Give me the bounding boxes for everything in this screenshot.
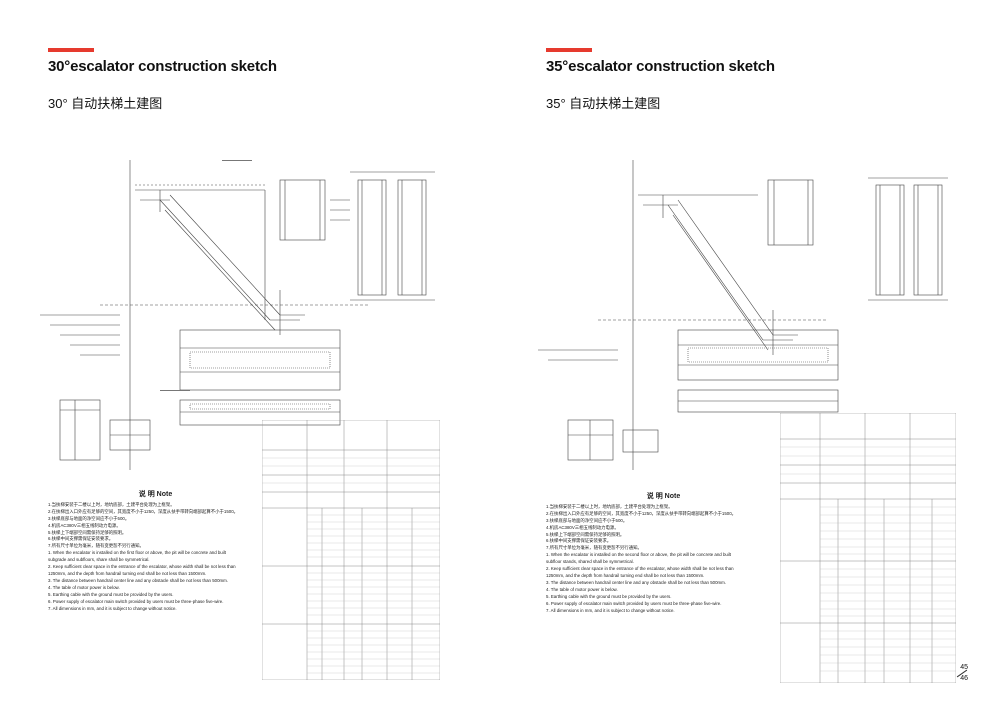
note-line: 1.当扶梯安装于二楼以上时，地坑底部，土建平台处理为上框架。 bbox=[546, 503, 673, 509]
escalator-construction-drawing-30 bbox=[40, 160, 435, 470]
notes-block: 说 明 Note 1.当扶梯安装于二楼以上时，地坑底部，土建平台处理为上框架。 … bbox=[546, 493, 781, 614]
note-line: subfloor stands, shared shall be symmetr… bbox=[546, 559, 634, 565]
note-line: 1. When the escalator is installed on th… bbox=[48, 550, 226, 556]
note-line: 1.当扶梯安装于二楼以上时，地坑底部，土建平台处理为上框架。 bbox=[48, 501, 175, 507]
note-line: subgrade and subfloors, share shall be s… bbox=[48, 557, 150, 563]
accent-bar bbox=[48, 48, 94, 52]
spec-table-30 bbox=[262, 420, 440, 680]
note-line: 7.所有尺寸单位为毫米，随有变更恕不另行通知。 bbox=[48, 543, 144, 549]
note-line: 1250mm, and the depth from handrail turn… bbox=[546, 572, 705, 578]
page-title: 35°escalator construction sketch bbox=[546, 58, 775, 75]
spec-table-35 bbox=[780, 413, 956, 683]
page-number: 45 46 bbox=[956, 664, 968, 683]
note-line: 5. Earthing cable with the ground must b… bbox=[546, 593, 672, 599]
note-line: 6. Power supply of escalator main switch… bbox=[48, 598, 224, 604]
note-line: 2. Keep sufficient clear space in the en… bbox=[48, 564, 236, 570]
notes-title: 说 明 Note bbox=[646, 493, 681, 500]
note-line: 6.扶梯中间支撑需保证安装要求。 bbox=[48, 536, 114, 542]
note-line: 7. All dimensions in mm, and it is subje… bbox=[48, 605, 177, 611]
note-line: 5.扶梯上下端部空间需保持足够的照明。 bbox=[546, 531, 625, 537]
note-line: 3. The distance between handrail center … bbox=[48, 577, 229, 583]
note-line: 6. Power supply of escalator main switch… bbox=[546, 600, 722, 606]
page-number-left: 45 bbox=[960, 664, 968, 671]
right-page: 35°escalator construction sketch 35° 自动扶… bbox=[500, 0, 1000, 711]
left-page: 30°escalator construction sketch 30° 自动扶… bbox=[40, 48, 440, 680]
note-line: 4. The table of motor power is below. bbox=[546, 586, 618, 592]
note-line: 1. When the escalator is installed on th… bbox=[546, 552, 732, 558]
page-subtitle: 35° 自动扶梯土建图 bbox=[546, 96, 661, 111]
note-line: 3. The distance between handrail center … bbox=[546, 579, 727, 585]
note-line: 4. The table of motor power is below. bbox=[48, 584, 120, 590]
note-line: 6.扶梯中间支撑需保证安装要求。 bbox=[546, 538, 612, 544]
page-title: 30°escalator construction sketch bbox=[48, 58, 277, 75]
note-line: 2.在扶梯出入口外应有足够的空间，其宽度不小于1250，深度从扶手带转向端部起算… bbox=[48, 508, 239, 514]
page-number-right: 46 bbox=[960, 675, 968, 682]
note-line: 4.机房AC380V三相五线制动力电源。 bbox=[48, 522, 121, 528]
note-line: 7. All dimensions in mm, and it is subje… bbox=[546, 607, 675, 613]
note-line: 4.机房AC380V三相五线制动力电源。 bbox=[546, 524, 619, 530]
note-line: 2.在扶梯出入口外应有足够的空间，其宽度不小于1250，深度从扶手带转向端部起算… bbox=[546, 510, 737, 516]
notes-title: 说 明 Note bbox=[138, 491, 173, 498]
note-line: 1250mm, and the depth from handrail turn… bbox=[48, 570, 207, 576]
note-line: 3.扶梯底部与地面的净空间应不小于500。 bbox=[48, 515, 130, 521]
accent-bar bbox=[546, 48, 592, 52]
notes-block: 说 明 Note 1.当扶梯安装于二楼以上时，地坑底部，土建平台处理为上框架。 … bbox=[48, 491, 263, 612]
escalator-construction-drawing-35 bbox=[538, 160, 948, 470]
page-subtitle: 30° 自动扶梯土建图 bbox=[48, 96, 163, 111]
note-line: 7.所有尺寸单位为毫米，随有变更恕不另行通知。 bbox=[546, 545, 642, 551]
note-line: 5.扶梯上下端部空间需保持足够的照明。 bbox=[48, 529, 127, 535]
note-line: 3.扶梯底部与地面的净空间应不小于500。 bbox=[546, 517, 628, 523]
note-line: 5. Earthing cable with the ground must b… bbox=[48, 591, 174, 597]
note-line: 2. Keep sufficient clear space in the en… bbox=[546, 566, 734, 572]
